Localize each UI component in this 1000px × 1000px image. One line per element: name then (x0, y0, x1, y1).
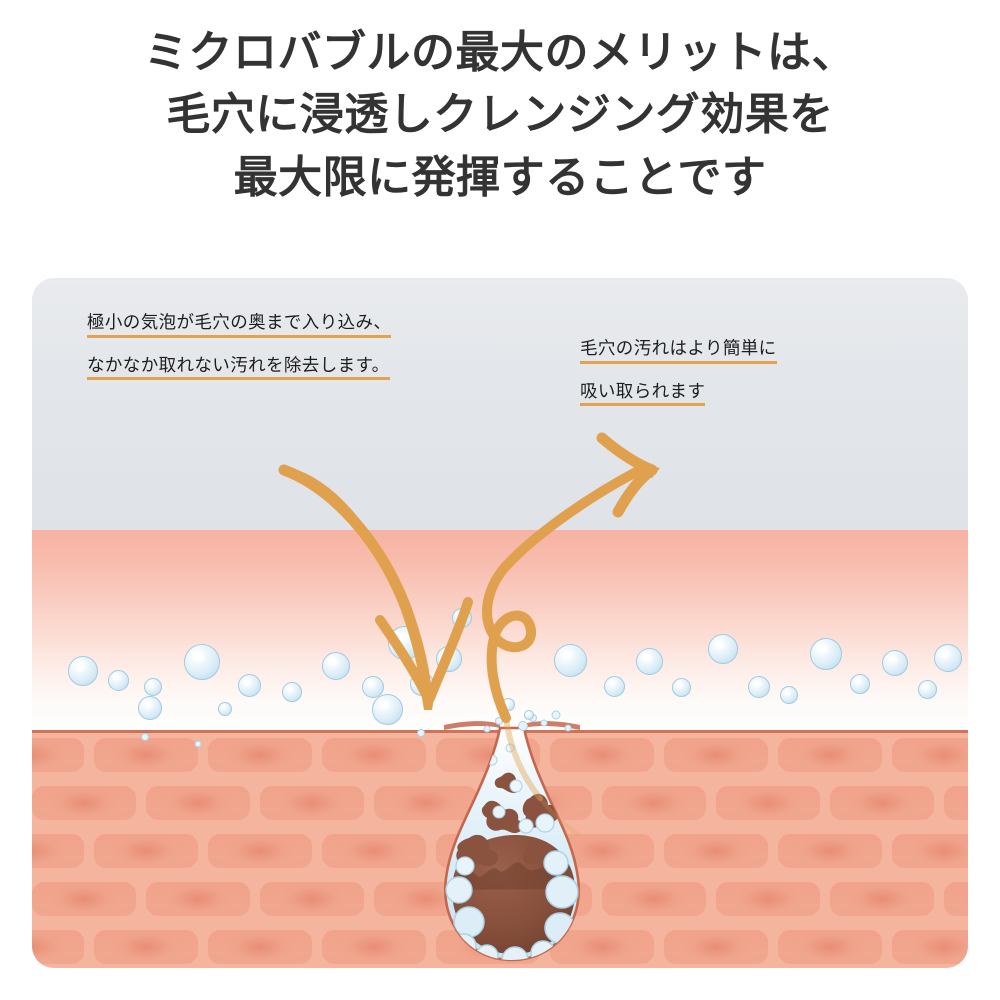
bubble (388, 626, 422, 660)
callout-left-row-1: 極小の気泡が毛穴の奥まで入り込み、 (87, 313, 392, 357)
skin-cell (146, 786, 250, 820)
bubble (554, 644, 587, 677)
skin-cell (550, 834, 654, 868)
page-title: ミクロバブルの最大のメリットは、 毛穴に浸透しクレンジング効果を 最大限に発揮す… (0, 22, 1000, 209)
skin-cell (944, 786, 968, 820)
skin-cell (602, 882, 706, 916)
skin-cell (664, 930, 768, 964)
skin-cell (374, 882, 478, 916)
skin-cell (260, 786, 364, 820)
serum-layer (32, 530, 968, 730)
bubble (184, 644, 220, 680)
bubble (68, 656, 98, 686)
skin-cell (892, 738, 968, 772)
skin-cell (550, 930, 654, 964)
bubble (144, 678, 162, 696)
skin-cell-row (32, 782, 968, 830)
bubble (636, 648, 663, 675)
skin-cell (208, 738, 312, 772)
callout-right-row-1: 毛穴の汚れはより簡単に (580, 339, 777, 383)
skin-cell (322, 738, 426, 772)
skin-cell (94, 834, 198, 868)
skin-cell (830, 882, 934, 916)
bubble (672, 678, 691, 697)
skin-cell (892, 834, 968, 868)
bubble (780, 686, 798, 704)
callout-left: 極小の気泡が毛穴の奥まで入り込み、 なかなか取れない汚れを除去します。 (87, 313, 392, 400)
skin-cell (716, 786, 820, 820)
skin-cell (436, 930, 540, 964)
bubble (850, 674, 870, 694)
skin-cell (32, 882, 136, 916)
skin-cell (488, 882, 592, 916)
bubble (138, 696, 162, 720)
headline-line-2: 毛穴に浸透しクレンジング効果を (166, 90, 834, 140)
skin-cell (944, 882, 968, 916)
headline-line-1: ミクロバブルの最大のメリットは、 (144, 28, 856, 77)
callout-right-row-2: 吸い取られます (580, 382, 777, 426)
skin-cell (94, 738, 198, 772)
skin-cell (32, 930, 84, 964)
skin-cell-row (32, 878, 968, 926)
callout-left-row-2: なかなか取れない汚れを除去します。 (87, 356, 391, 400)
skin-cross-section-illustration: 極小の気泡が毛穴の奥まで入り込み、 なかなか取れない汚れを除去します。 毛穴の汚… (32, 278, 968, 968)
bubble (436, 646, 462, 672)
skin-cell (892, 930, 968, 964)
bubble (810, 638, 842, 670)
bubble (934, 644, 962, 672)
skin-cell (778, 738, 882, 772)
skin-cell (664, 738, 768, 772)
skin-cell (602, 786, 706, 820)
skin-cell (208, 834, 312, 868)
bubble (322, 652, 350, 680)
skin-cell-row (32, 830, 968, 878)
skin-layer (32, 730, 968, 968)
skin-cell (830, 786, 934, 820)
headline-line-3: 最大限に発揮することです (233, 152, 767, 202)
bubble (708, 634, 738, 664)
skin-cell-row (32, 734, 968, 782)
skin-cell (32, 786, 136, 820)
skin-cell (550, 738, 654, 772)
skin-cell (32, 738, 84, 772)
bubble (918, 680, 937, 699)
bubble (452, 608, 472, 628)
bubble (410, 672, 434, 696)
skin-cell-brick-pattern (32, 734, 968, 968)
skin-cell (778, 930, 882, 964)
skin-cell (260, 882, 364, 916)
skin-cell (94, 930, 198, 964)
skin-cell (664, 834, 768, 868)
bubble (502, 698, 515, 711)
skin-cell (488, 786, 592, 820)
bubble (372, 694, 403, 725)
skin-cell-row (32, 926, 968, 968)
bubble (748, 676, 770, 698)
bubble (108, 670, 129, 691)
bubble (238, 674, 261, 697)
skin-cell (208, 930, 312, 964)
bubble (604, 676, 625, 697)
bubble (282, 682, 302, 702)
skin-cell (436, 738, 540, 772)
skin-cell (778, 834, 882, 868)
bubble (882, 650, 908, 676)
skin-cell (32, 834, 84, 868)
bubble (218, 702, 232, 716)
callout-right: 毛穴の汚れはより簡単に 吸い取られます (580, 339, 777, 426)
skin-cell (322, 930, 426, 964)
skin-surface-line (32, 730, 968, 733)
bubble (524, 710, 534, 720)
skin-cell (436, 834, 540, 868)
skin-cell (716, 882, 820, 916)
skin-cell (146, 882, 250, 916)
skin-cell (322, 834, 426, 868)
skin-cell (374, 786, 478, 820)
